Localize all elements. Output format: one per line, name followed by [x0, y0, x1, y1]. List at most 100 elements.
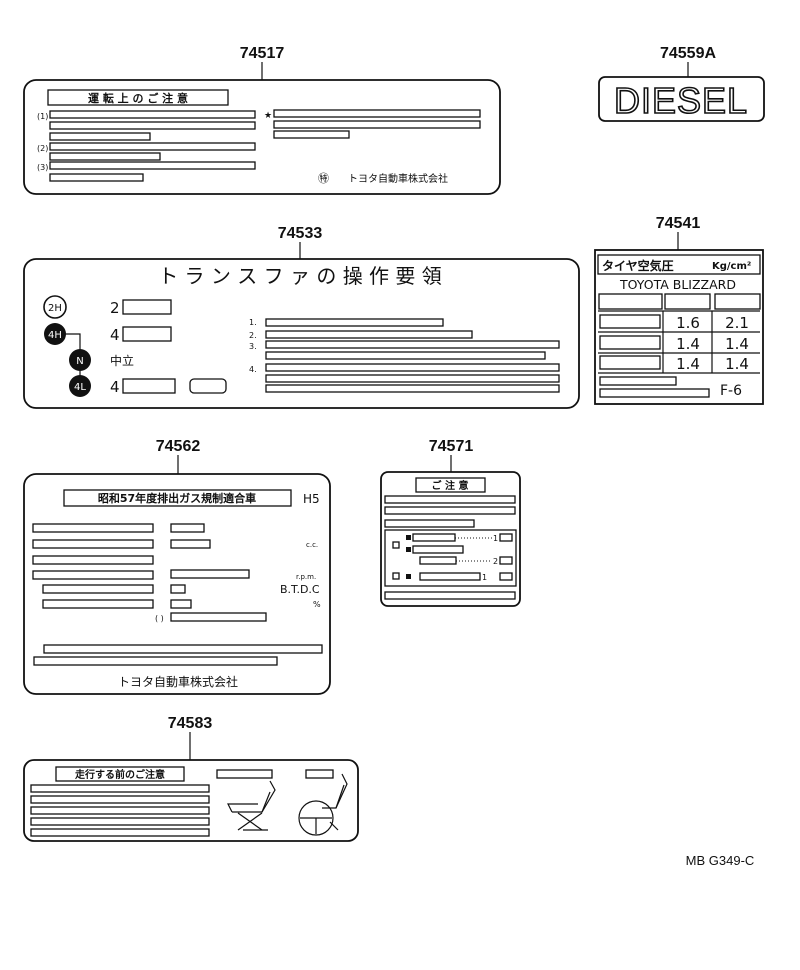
checkbox-mark	[392, 541, 400, 549]
text-line	[30, 795, 210, 804]
seat-with-wheel-icon	[298, 773, 348, 836]
step-number: 1.	[249, 318, 257, 327]
header-cell	[598, 293, 663, 310]
label-74583: 74583 走行する前のご注意	[23, 715, 359, 842]
switch-number: 1	[482, 573, 487, 582]
value-box	[499, 556, 513, 565]
rear-pressure: 1.4	[725, 355, 749, 373]
label-frame	[598, 76, 765, 122]
text-line	[30, 806, 210, 815]
label-title: 走行する前のご注意	[74, 768, 165, 781]
row-label-cell	[599, 314, 661, 329]
front-pressure: 1.4	[676, 355, 700, 373]
text-line	[49, 110, 256, 119]
text-line	[599, 388, 710, 398]
label-74562: 74562 昭和57年度排出ガス規制適合車 H5 c.c. r.p.m. B.T…	[23, 438, 331, 695]
label-title: 運 転 上 の ご 注 意	[88, 91, 188, 105]
rear-pressure: 1.4	[725, 335, 749, 353]
text-line	[384, 495, 516, 504]
text-line	[49, 152, 161, 161]
value-box	[170, 584, 186, 594]
pressure-unit: Kg/cm²	[712, 261, 751, 272]
text-line	[49, 142, 256, 151]
mode-badge-text: 4L	[74, 382, 86, 393]
value-box	[499, 572, 513, 581]
mode-paren-box	[189, 378, 227, 394]
title-box	[415, 477, 486, 493]
text-line	[43, 644, 323, 654]
tire-pressure-title: タイヤ空気圧	[602, 258, 674, 273]
item-number-1: (1)	[37, 112, 48, 121]
bullet-mark	[406, 574, 411, 579]
part-number-74541: 74541	[656, 215, 701, 232]
bullet-mark	[406, 535, 411, 540]
text-line	[265, 318, 444, 327]
row-label-cell	[599, 335, 661, 350]
drawing-code: MB G349-C	[686, 853, 755, 868]
value-box	[170, 523, 205, 533]
mode-badge-n	[69, 349, 91, 371]
text-line	[384, 591, 516, 600]
mode-text-box	[122, 299, 172, 315]
switch-number: 2	[493, 557, 498, 566]
part-number-74559a: 74559A	[660, 45, 716, 62]
text-line	[265, 330, 473, 339]
front-pressure: 1.4	[676, 335, 700, 353]
text-line	[412, 533, 456, 542]
label-74559a: 74559A DIESEL	[598, 45, 765, 122]
text-line	[30, 828, 210, 837]
part-number-74562: 74562	[156, 438, 201, 455]
checkbox-mark	[392, 572, 400, 580]
text-line	[30, 784, 210, 793]
step-number: 4.	[249, 365, 257, 374]
label-74541: 74541 タイヤ空気圧 Kg/cm² TOYOTA BLIZZARD 1.6 …	[594, 215, 764, 405]
mode-badge-text: 2H	[48, 303, 62, 314]
text-line	[42, 584, 154, 594]
part-number-74517: 74517	[240, 45, 285, 62]
emission-title: 昭和57年度排出ガス規制適合車	[98, 491, 256, 505]
text-line	[49, 121, 256, 130]
label-74571: 74571 ご 注 意 1 2 1	[380, 438, 521, 607]
switch-number: 1	[493, 534, 498, 543]
model-name: TOYOTA BLIZZARD	[619, 277, 736, 292]
text-line	[32, 570, 154, 580]
value-box	[170, 599, 192, 609]
text-line	[273, 120, 481, 129]
step-number: 2.	[249, 331, 257, 340]
text-line	[273, 109, 481, 118]
value-box	[499, 533, 513, 542]
maker-name: トヨタ自動車株式会社	[118, 674, 238, 689]
row-label-cell	[599, 355, 661, 370]
diesel-emblem-text: DIESEL	[614, 80, 748, 121]
mode-label: 4	[110, 326, 120, 344]
toyota-logo: ㊕	[318, 172, 329, 185]
item-number-2: (2)	[37, 144, 48, 153]
text-line	[30, 817, 210, 826]
text-line	[265, 351, 546, 360]
mode-badge-text: 4H	[48, 330, 62, 341]
mode-badge-4l	[69, 375, 91, 397]
value-box	[170, 569, 250, 579]
unit-percent: %	[313, 600, 321, 609]
mode-label: 4	[110, 378, 120, 396]
seat-folded-icon	[227, 780, 276, 831]
title-box	[47, 89, 229, 106]
text-line	[33, 656, 278, 666]
label-title: ご 注 意	[432, 479, 469, 492]
label-74517: 74517 運 転 上 の ご 注 意 (1) (2) (3) ★ ㊕ トヨタ自…	[23, 45, 501, 195]
text-line	[49, 161, 256, 170]
mode-badge-4h	[44, 323, 66, 345]
text-line	[42, 599, 154, 609]
mode-text-box	[122, 326, 172, 342]
bullet-mark	[406, 547, 411, 552]
text-line	[419, 572, 481, 581]
part-number-74571: 74571	[429, 438, 474, 455]
text-line	[32, 523, 154, 533]
title-box	[597, 254, 761, 275]
label-74533: 74533 ト ラ ン ス フ ァ の 操 作 要 領 2H 2 4H 4 N …	[23, 225, 580, 409]
text-line	[49, 132, 151, 141]
mode-label: 中立	[110, 353, 134, 368]
rear-pressure: 2.1	[725, 314, 749, 332]
text-line	[384, 519, 475, 528]
